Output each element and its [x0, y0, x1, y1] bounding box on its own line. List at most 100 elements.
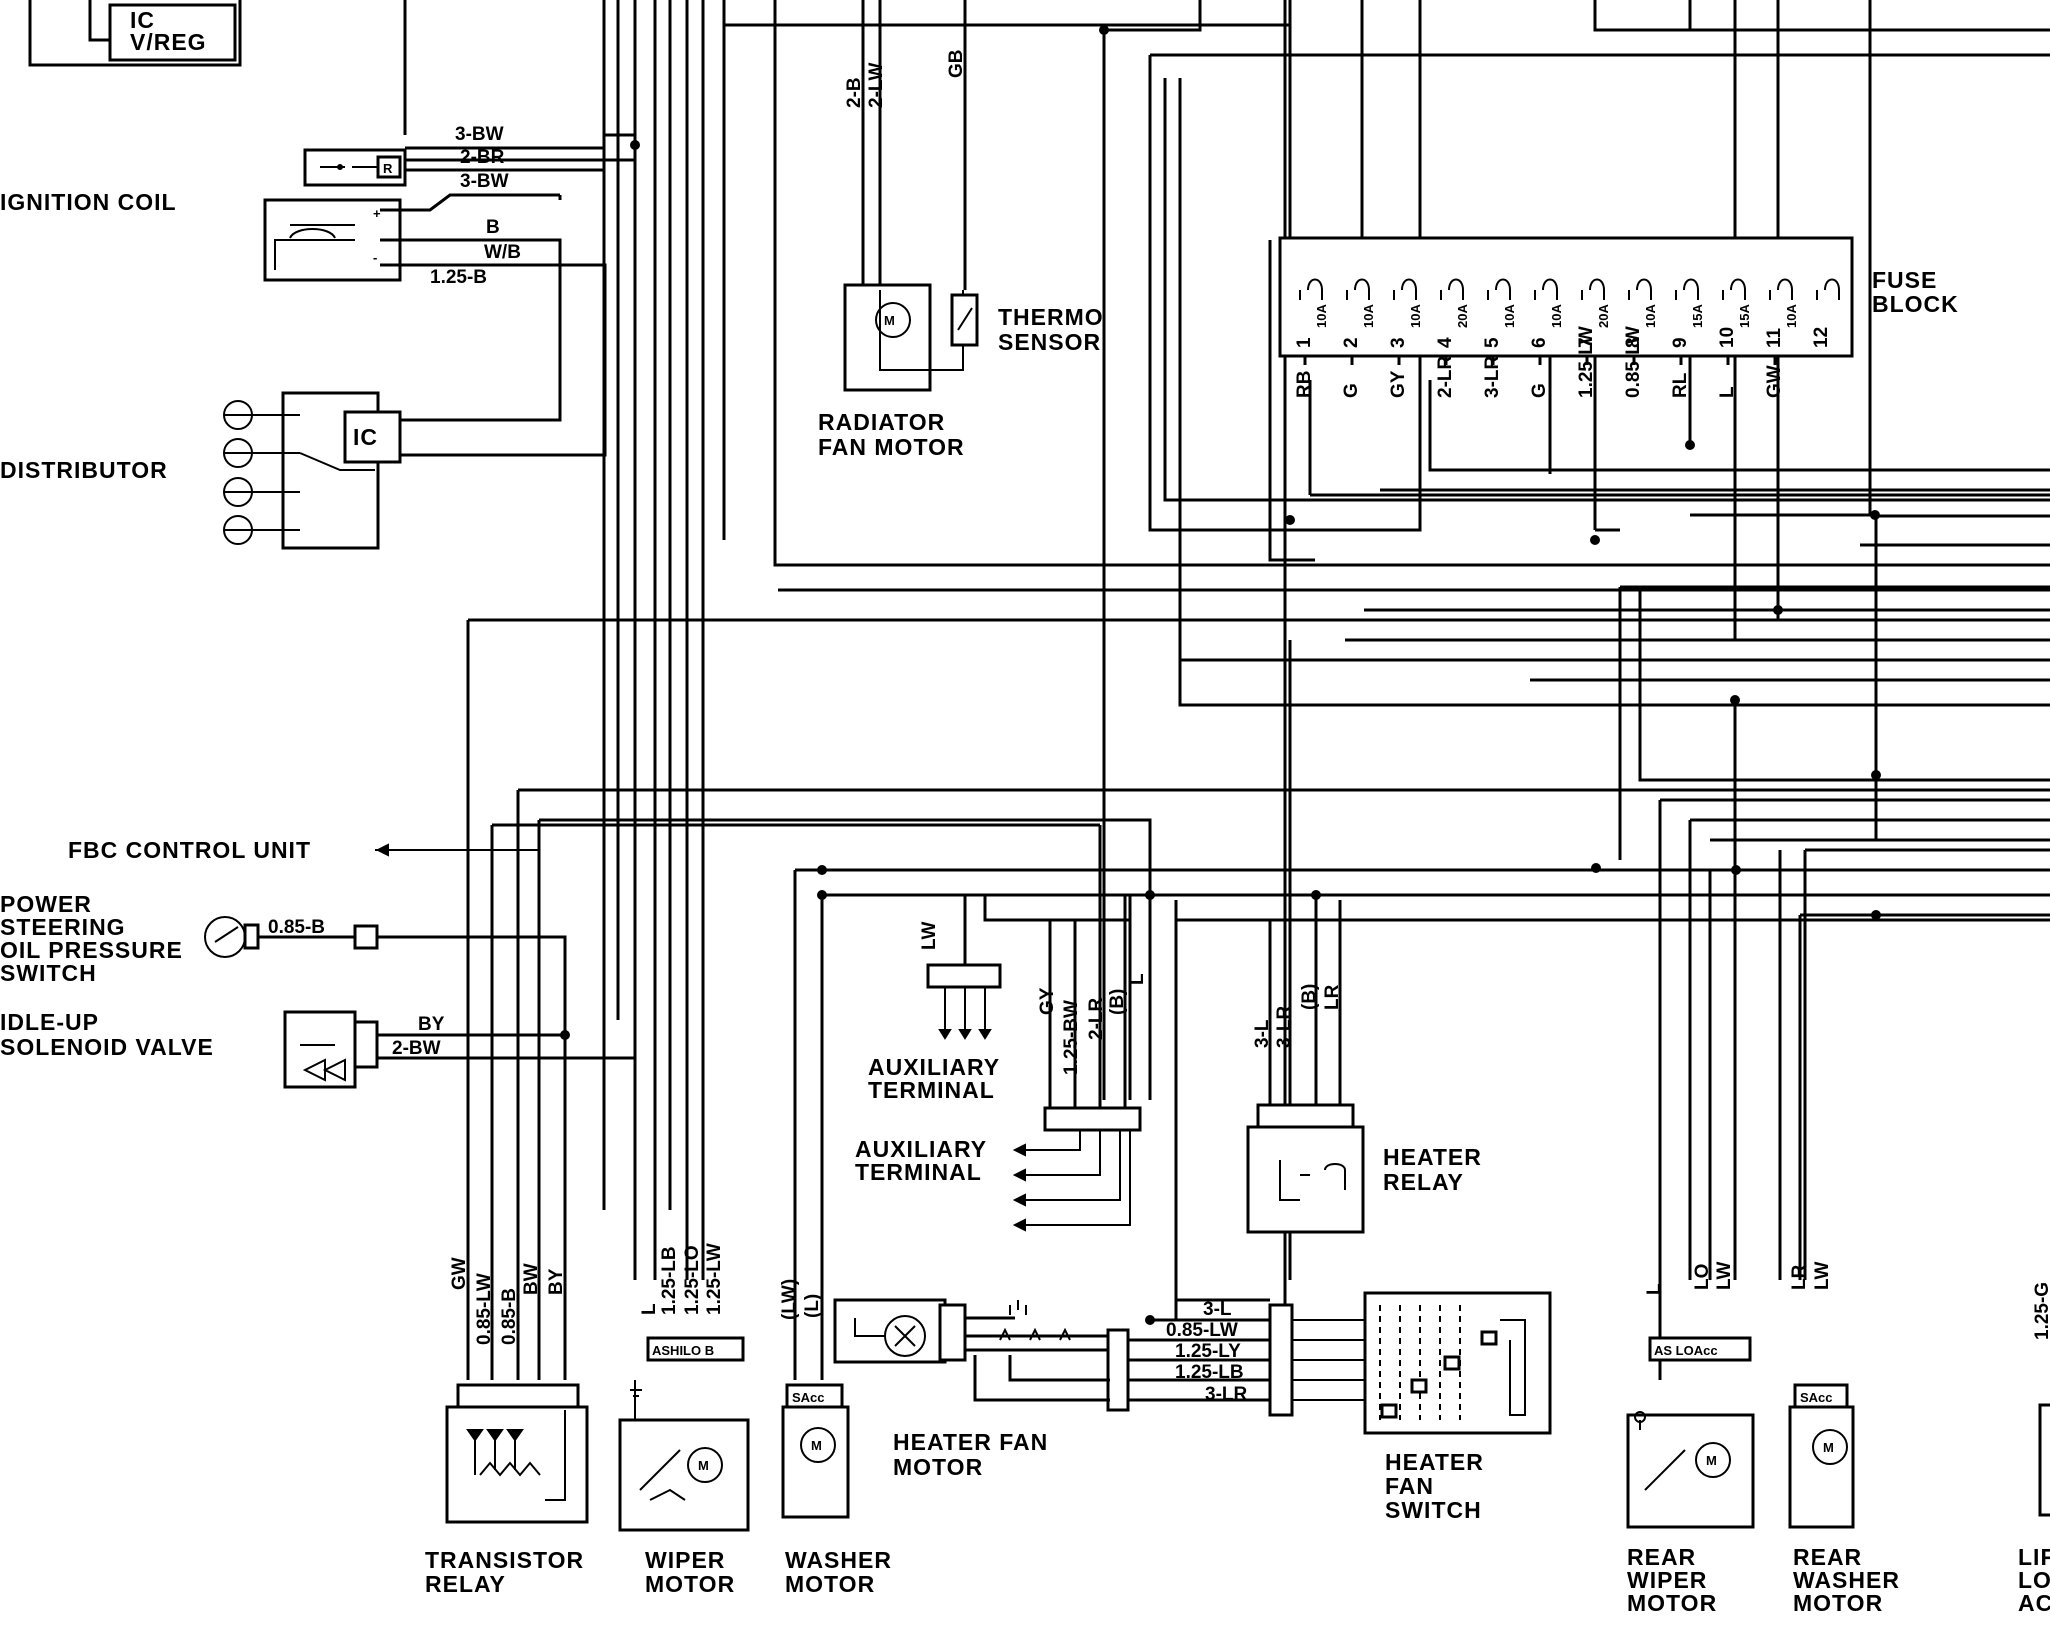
wire-aux-125bw: 1.25-BW [1061, 1000, 1082, 1075]
wire-rwa-lr: LR [1789, 1264, 1810, 1290]
fuse-number: 12 [1811, 327, 1832, 348]
ps-switch-line3: OIL PRESSURE [0, 937, 183, 963]
fuse-number: 9 [1670, 337, 1691, 348]
distributor-label: DISTRIBUTOR [0, 457, 168, 483]
wire-idle-2bw: 2-BW [392, 1038, 441, 1059]
svg-text:M: M [811, 1438, 822, 1453]
wire-relay-3lr: 3-LR [1274, 1006, 1295, 1049]
fuse-8: 8 10A [1623, 278, 1658, 348]
fuse-symbol [1299, 278, 1323, 300]
fuse-list: 110A210A310A420A510A610A720A810A915A1015… [1294, 278, 1840, 348]
heater-fan-motor: HEATER FAN MOTOR 3-L 0.85-LW 1.25-LY 1.2… [833, 1298, 1270, 1480]
fuse-wire-label: RL [1670, 372, 1691, 398]
fuse-amperage: 10A [1408, 304, 1423, 328]
transistor-relay-line2: RELAY [425, 1571, 506, 1597]
rear-washer-line2: WASHER [1793, 1567, 1900, 1593]
fuse-symbol [1816, 278, 1840, 300]
heater-fan-motor-line1: HEATER FAN [893, 1429, 1048, 1455]
heater-fan-switch-line2: FAN [1385, 1473, 1434, 1499]
fuse-number: 7 [1576, 337, 1597, 348]
wire-hf-125ly: 1.25-LY [1175, 1341, 1241, 1362]
coil-r-mark: R [383, 161, 393, 176]
wiper-motor-line1: WIPER [645, 1547, 725, 1573]
svg-text:M: M [1823, 1440, 1834, 1455]
thermo-sensor: THERMO SENSOR [950, 293, 1104, 355]
fuse-amperage: 20A [1596, 304, 1611, 328]
fuse-wire-label: 3-LR [1482, 356, 1503, 399]
fuse-wire-label: G [1341, 383, 1362, 398]
fuse-number: 4 [1435, 337, 1456, 348]
fuse-symbol [1534, 278, 1558, 300]
fuse-number: 10 [1717, 327, 1738, 348]
heater-fan-switch: HEATER FAN SWITCH [1268, 1291, 1552, 1523]
ic-vreg-line1: IC [130, 7, 155, 33]
wire-tr-085lw: 0.85-LW [474, 1273, 495, 1345]
fuse-block-line2: BLOCK [1872, 291, 1959, 317]
wire-relay-b: (B) [1299, 984, 1320, 1010]
fuse-number: 6 [1529, 337, 1550, 348]
svg-text:M: M [698, 1458, 709, 1473]
cut-off-line2: LO [2018, 1567, 2050, 1593]
wiper-motor-line2: MOTOR [645, 1571, 735, 1597]
wire-tr-085b: 0.85-B [499, 1288, 520, 1345]
transistor-relay: TRANSISTOR RELAY GW 0.85-LW 0.85-B BW BY [425, 1257, 589, 1597]
auxiliary-terminal-1: AUXILIARY TERMINAL LW [868, 895, 1130, 1103]
distributor-ic-mark: IC [353, 424, 378, 450]
washer-motor-line1: WASHER [785, 1547, 892, 1573]
heater-fan-switch-line1: HEATER [1385, 1449, 1484, 1475]
ps-switch-line2: STEERING [0, 914, 126, 940]
rear-wiper-line1: REAR [1627, 1544, 1696, 1570]
wire-wp-125lo: 1.25-LO [682, 1245, 703, 1315]
fuse-amperage: 10A [1549, 304, 1564, 328]
aux2-line1: AUXILIARY [855, 1136, 987, 1162]
fuse-12: 12 [1811, 278, 1840, 348]
fuse-number: 11 [1764, 327, 1785, 348]
heater-relay-line2: RELAY [1383, 1169, 1464, 1195]
washer-motor: SAcc M WASHER MOTOR (LW) (L) [779, 1279, 892, 1597]
wire-relay-3l: 3-L [1252, 1019, 1273, 1048]
aux1-line1: AUXILIARY [868, 1054, 1000, 1080]
idle-up-solenoid: IDLE-UP SOLENOID VALVE BY 2-BW [0, 1009, 637, 1280]
fbc-control-unit-label: FBC CONTROL UNIT [68, 837, 311, 863]
cut-off-line3: AC [2018, 1590, 2050, 1616]
wiper-connector: ASHILO B [652, 1343, 714, 1358]
wire-wp-l: L [639, 1303, 660, 1315]
coil-res-dot [337, 164, 343, 170]
wire-tr-gw: GW [449, 1257, 470, 1290]
fuse-amperage: 20A [1455, 304, 1470, 328]
fuse-symbol [1722, 278, 1746, 300]
fuse-number: 8 [1623, 337, 1644, 348]
washer-connector: SAcc [792, 1390, 825, 1405]
thermo-sensor-line1: THERMO [998, 304, 1104, 330]
idle-up-line2: SOLENOID VALVE [0, 1034, 214, 1060]
fuse-wire-label: GW [1764, 365, 1785, 398]
wire-wp-125lw: 1.25-LW [704, 1243, 725, 1315]
wiper-motor: ASHILO B M WIPER MOTOR L 1.25-LB 1.25-LO… [618, 1243, 750, 1597]
wire-relay-lr: LR [1322, 984, 1343, 1010]
rear-washer-line1: REAR [1793, 1544, 1862, 1570]
wire-rad-2lw: 2-LW [866, 63, 887, 108]
fuse-wire-label: G [1529, 383, 1550, 398]
wire-harness [466, 0, 2050, 1380]
coil-minus-mark: - [373, 250, 377, 265]
wire-ps-085b: 0.85-B [268, 917, 325, 938]
fuse-7: 7 20A [1576, 278, 1611, 348]
heater-relay: HEATER RELAY 3-L 3-LR (B) LR [1246, 640, 1481, 1234]
fuse-amperage: 10A [1643, 304, 1658, 328]
wire-ign-wb: W/B [484, 242, 521, 263]
cut-off-line1: LIF [2018, 1544, 2050, 1570]
fuse-number: 2 [1341, 337, 1362, 348]
fuse-amperage: 15A [1737, 304, 1752, 328]
fuse-wire-label: L [1717, 386, 1738, 398]
thermo-sensor-line2: SENSOR [998, 329, 1101, 355]
wire-hf-3lr: 3-LR [1205, 1384, 1248, 1405]
junction-dots [817, 25, 1881, 1325]
fuse-symbol [1769, 278, 1793, 300]
distributor: DISTRIBUTOR IC [0, 391, 402, 550]
